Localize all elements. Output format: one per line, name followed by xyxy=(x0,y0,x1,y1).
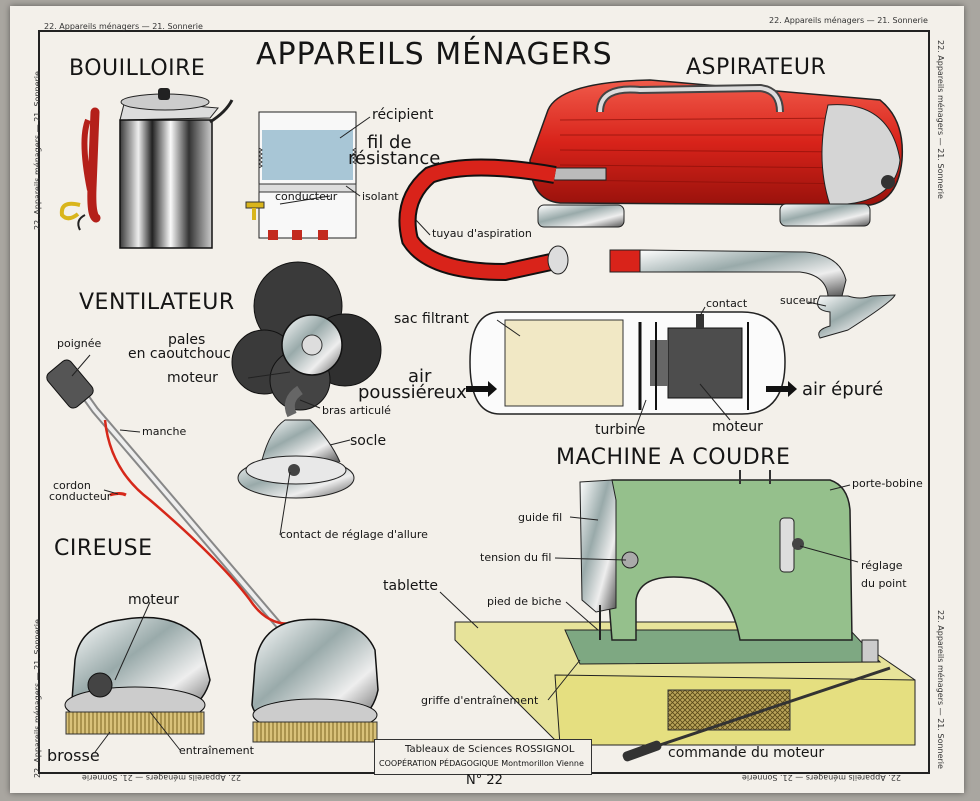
credit-line-2: COOPÉRATION PÉDAGOGIQUE Montmorillon Vie… xyxy=(379,759,584,768)
label-reglage-1: réglage xyxy=(861,559,903,572)
margin-label-left-upper: 22. Appareils ménagers — 21. Sonnerie xyxy=(33,71,42,230)
fan-title: VENTILATEUR xyxy=(79,290,235,315)
label-conducteur-kettle: conducteur xyxy=(275,190,338,203)
margin-label-left-lower: 22. Appareils ménagers — 21. Sonnerie xyxy=(33,619,42,778)
label-fil-1: fil de xyxy=(367,132,412,153)
label-pales-1: pales xyxy=(168,332,206,348)
label-commande: commande du moteur xyxy=(668,745,825,761)
publisher-credit-box: Tableaux de Sciences ROSSIGNOL COOPÉRATI… xyxy=(374,739,592,775)
label-isolant: isolant xyxy=(362,190,399,203)
sewing-machine-illustration xyxy=(454,470,916,762)
label-sac-filtrant: sac filtrant xyxy=(394,311,469,327)
margin-label-right-lower: 22. Appareils ménagers — 21. Sonnerie xyxy=(936,610,945,769)
kettle-illustration xyxy=(59,88,234,249)
margin-label-top-left: 22. Appareils ménagers — 21. Sonnerie xyxy=(44,22,203,31)
vacuum-schematic xyxy=(466,311,797,415)
label-manche: manche xyxy=(142,425,187,438)
label-porte-bobine: porte-bobine xyxy=(852,477,923,490)
vacuum-illustration xyxy=(398,79,904,339)
label-bras: bras articulé xyxy=(322,404,391,417)
leader-lines xyxy=(71,116,859,753)
label-recipient: récipient xyxy=(372,107,434,123)
credit-line-1: Tableaux de Sciences ROSSIGNOL xyxy=(405,744,575,755)
kettle-title: BOUILLOIRE xyxy=(69,56,206,81)
margin-label-right-upper: 22. Appareils ménagers — 21. Sonnerie xyxy=(936,40,945,199)
label-contact-allure: contact de réglage d'allure xyxy=(280,528,428,541)
label-contact-vacuum: contact xyxy=(706,297,748,310)
poster-number: N° 22 xyxy=(466,773,503,788)
label-cordon-1: cordon xyxy=(53,479,91,492)
label-tension: tension du fil xyxy=(480,551,552,564)
label-turbine: turbine xyxy=(595,422,646,438)
poster-title: APPAREILS MÉNAGERS xyxy=(256,37,613,72)
vacuum-title: ASPIRATEUR xyxy=(686,55,827,80)
label-griffe: griffe d'entraînement xyxy=(421,694,539,707)
label-air-in-1: air xyxy=(408,366,432,387)
label-tuyau: tuyau d'aspiration xyxy=(432,227,532,240)
label-suceur: suceur xyxy=(780,294,818,307)
margin-label-bottom-right: 22. Appareils ménagers — 21. Sonnerie xyxy=(742,773,901,782)
label-reglage-2: du point xyxy=(861,577,907,590)
label-brosse: brosse xyxy=(47,746,100,765)
fan-illustration xyxy=(231,261,382,499)
label-cordon-2: conducteur xyxy=(49,490,112,503)
margin-label-bottom-left: 22. Appareils ménagers — 21. Sonnerie xyxy=(82,773,241,782)
floor-polisher-illustration xyxy=(46,359,379,743)
sewing-machine-title: MACHINE A COUDRE xyxy=(556,445,791,470)
label-tablette: tablette xyxy=(383,578,439,594)
label-air-out: air épuré xyxy=(802,379,884,400)
label-socle: socle xyxy=(350,433,387,449)
label-moteur-vacuum: moteur xyxy=(712,419,763,435)
margin-label-top-right: 22. Appareils ménagers — 21. Sonnerie xyxy=(769,16,928,25)
label-moteur-polisher: moteur xyxy=(128,592,179,608)
label-fil-2: résistance xyxy=(348,148,441,169)
label-pales-2: en caoutchouc xyxy=(128,346,231,362)
kettle-section xyxy=(245,111,357,240)
label-air-in-2: poussiéreux xyxy=(358,382,467,403)
label-poignee: poignée xyxy=(57,337,102,350)
label-pied-de-biche: pied de biche xyxy=(487,595,562,608)
label-entrainement: entraînement xyxy=(179,744,254,757)
polisher-title: CIREUSE xyxy=(54,536,153,561)
label-guide-fil: guide fil xyxy=(518,511,563,524)
label-moteur-fan: moteur xyxy=(167,370,218,386)
